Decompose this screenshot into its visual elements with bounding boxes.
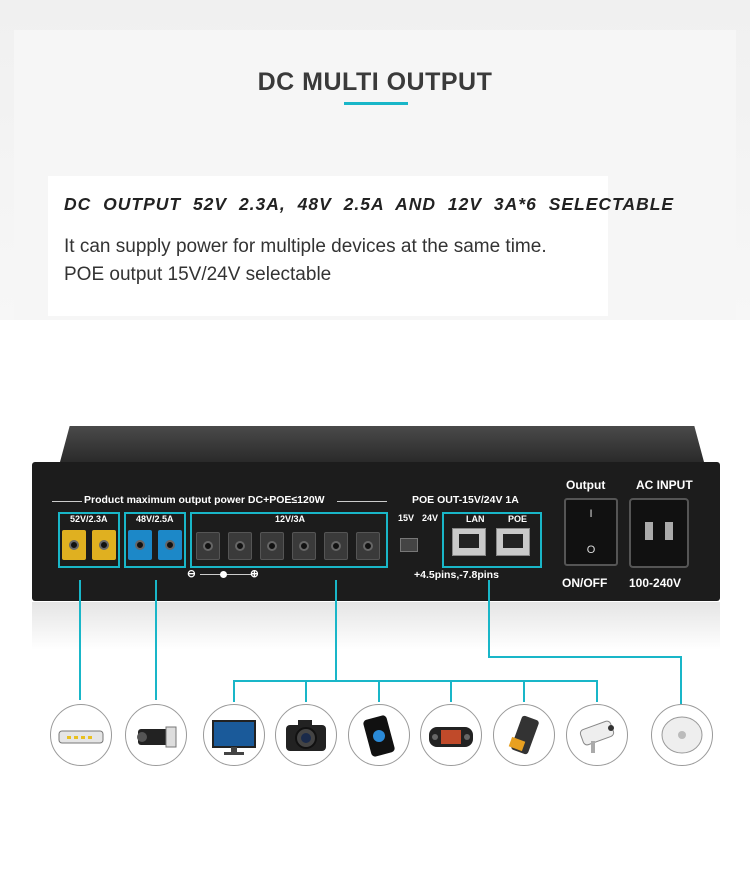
monitor-device — [203, 704, 265, 766]
bracket-line — [337, 501, 387, 502]
group-12v-frame — [190, 512, 388, 568]
dc-12v-port-4[interactable] — [292, 532, 316, 560]
page-title: DC MULTI OUTPUT — [257, 68, 493, 96]
dc-48v-port-1[interactable] — [128, 530, 152, 560]
ac-input-label: AC INPUT — [636, 478, 693, 492]
group-48v-label: 48V/2.5A — [136, 514, 174, 524]
pins-label: +4.5pins,-7.8pins — [414, 569, 499, 581]
dc-52v-port-1[interactable] — [62, 530, 86, 560]
title-underline — [344, 102, 408, 105]
dc-12v-port-2[interactable] — [228, 532, 252, 560]
lan-label: LAN — [466, 514, 485, 524]
security-camera-icon — [579, 720, 615, 753]
switch-on-mark: I — [589, 508, 593, 520]
poe-port[interactable] — [496, 528, 530, 556]
dc-48v-port-2[interactable] — [158, 530, 182, 560]
lan-port[interactable] — [452, 528, 486, 556]
connector-line-12v — [335, 580, 337, 680]
router-icon — [58, 730, 104, 744]
connector-line-52v — [79, 580, 81, 700]
dc-12v-port-1[interactable] — [196, 532, 220, 560]
group-12v-label: 12V/3A — [275, 514, 306, 524]
handheld-console-icon — [429, 727, 473, 747]
connector-drop — [523, 680, 525, 702]
connector-drop — [596, 680, 598, 702]
group-48v-frame — [124, 512, 186, 568]
description-box — [48, 176, 608, 316]
polarity-minus-icon: ⊖ — [187, 568, 196, 580]
connector-line-12v-bus — [233, 680, 597, 682]
dc-52v-port-2[interactable] — [92, 530, 116, 560]
terminal-device — [493, 704, 555, 766]
dslr-device — [275, 704, 337, 766]
device-top-panel — [60, 426, 704, 462]
max-power-label: Product maximum output power DC+POE≤120W — [84, 494, 325, 506]
router-device — [50, 704, 112, 766]
phone-icon — [363, 715, 395, 757]
switch-off-mark: O — [586, 544, 596, 556]
connector-line-48v — [155, 580, 157, 700]
card-terminal-icon — [508, 715, 539, 755]
connector-line-poe — [488, 580, 490, 658]
description-line-2: POE output 15V/24V selectable — [64, 264, 332, 285]
dslr-icon — [286, 720, 326, 751]
console-device — [420, 704, 482, 766]
camera-icon — [137, 726, 177, 748]
ac-pin-icon — [645, 522, 653, 540]
connector-drop — [305, 680, 307, 702]
poe-voltage-switch[interactable] — [400, 538, 418, 552]
output-label: Output — [566, 478, 606, 492]
access-point-icon — [661, 716, 703, 754]
group-52v-label: 52V/2.3A — [70, 514, 108, 524]
connector-line-poe-drop — [680, 656, 682, 704]
description-line-1: It can supply power for multiple devices… — [64, 236, 547, 257]
on-off-label: ON/OFF — [562, 576, 608, 590]
monitor-icon — [212, 720, 256, 755]
power-supply-device: Product maximum output power DC+POE≤120W… — [32, 426, 720, 601]
poe-24v-label: 24V — [422, 513, 439, 523]
camera-device — [125, 704, 187, 766]
ac-range-label: 100-240V — [629, 576, 682, 590]
polarity-dot-icon — [220, 571, 227, 578]
dc-12v-port-5[interactable] — [324, 532, 348, 560]
bracket-line — [52, 501, 82, 502]
poe-frame — [442, 512, 542, 568]
device-reflection — [32, 602, 720, 650]
ac-inlet[interactable] — [629, 498, 689, 568]
polarity-plus-icon: ⊕ — [250, 568, 259, 580]
connector-line-poe-h — [488, 656, 682, 658]
phone-device — [348, 704, 410, 766]
poe-15v-label: 15V — [398, 513, 415, 523]
poe-title: POE OUT-15V/24V 1A — [412, 494, 519, 506]
power-switch[interactable]: I O — [564, 498, 618, 566]
group-52v-frame — [58, 512, 120, 568]
ac-pin-icon — [665, 522, 673, 540]
output-headline: DC OUTPUT 52V 2.3A, 48V 2.5A AND 12V 3A*… — [64, 194, 675, 214]
connector-drop — [450, 680, 452, 702]
access-point-device — [651, 704, 713, 766]
poe-port-label: POE — [508, 514, 528, 524]
dc-12v-port-6[interactable] — [356, 532, 380, 560]
security-camera-device — [566, 704, 628, 766]
connector-drop — [378, 680, 380, 702]
connector-drop — [233, 680, 235, 702]
dc-12v-port-3[interactable] — [260, 532, 284, 560]
